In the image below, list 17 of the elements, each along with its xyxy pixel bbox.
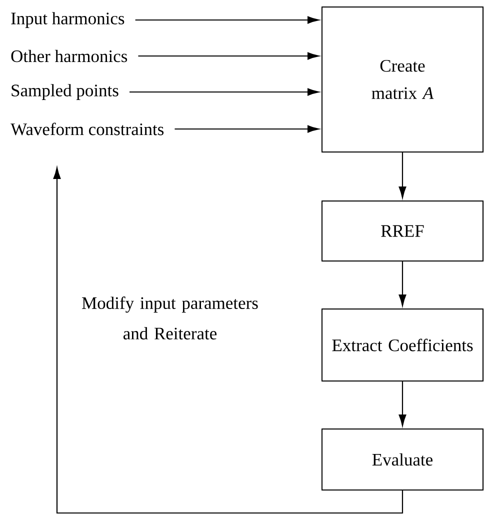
input-label: Other harmonics: [11, 50, 128, 62]
input-label: Sampled points: [12, 84, 118, 100]
edge-label: Modify input parameters and Reiterate: [82, 296, 258, 340]
input-label: Input harmonics: [11, 12, 124, 28]
arrow: [174, 125, 320, 133]
process-box: Extract Coefficients: [322, 308, 484, 382]
input-label: Waveform constraints: [10, 122, 164, 136]
arrow: [130, 88, 320, 96]
process-box: Evaluate: [322, 428, 484, 490]
arrow: [398, 382, 406, 426]
process-box: RREF: [322, 200, 484, 262]
arrow: [398, 262, 406, 306]
arrow: [398, 152, 406, 198]
arrow: [135, 16, 320, 24]
arrow: [138, 52, 320, 60]
process-box: Create matrix A: [322, 6, 484, 152]
arrow: [53, 167, 404, 514]
